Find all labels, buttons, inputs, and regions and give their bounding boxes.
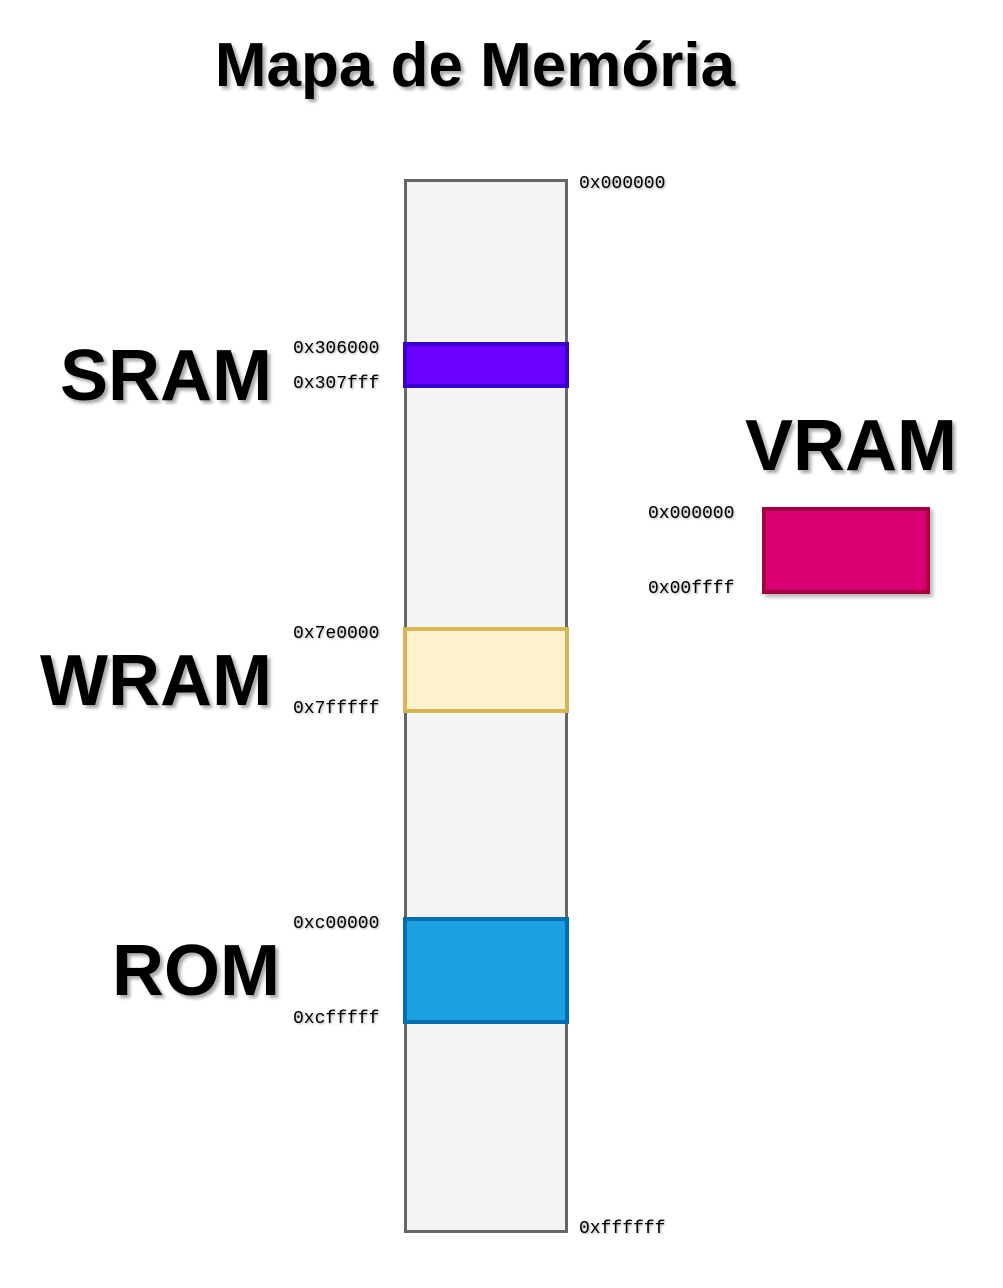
vram-end-address: 0x00ffff	[648, 579, 735, 599]
sram-block	[403, 342, 569, 388]
sram-end-address: 0x307fff	[293, 374, 380, 394]
vram-block	[762, 507, 930, 594]
address-space-start-label: 0x000000	[579, 174, 666, 194]
sram-start-address: 0x306000	[293, 339, 380, 359]
vram-start-address: 0x000000	[648, 504, 735, 524]
wram-label: WRAM	[40, 641, 272, 721]
diagram-title: Mapa de Memória	[214, 31, 736, 100]
rom-start-address: 0xc00000	[293, 914, 380, 934]
rom-block	[403, 917, 569, 1024]
wram-start-address: 0x7e0000	[293, 624, 380, 644]
vram-label: VRAM	[745, 406, 957, 486]
rom-end-address: 0xcfffff	[293, 1009, 380, 1029]
wram-end-address: 0x7fffff	[293, 699, 380, 719]
address-space-end-label: 0xffffff	[579, 1219, 666, 1239]
wram-block	[403, 627, 569, 713]
rom-label: ROM	[112, 931, 280, 1011]
sram-label: SRAM	[60, 336, 272, 416]
